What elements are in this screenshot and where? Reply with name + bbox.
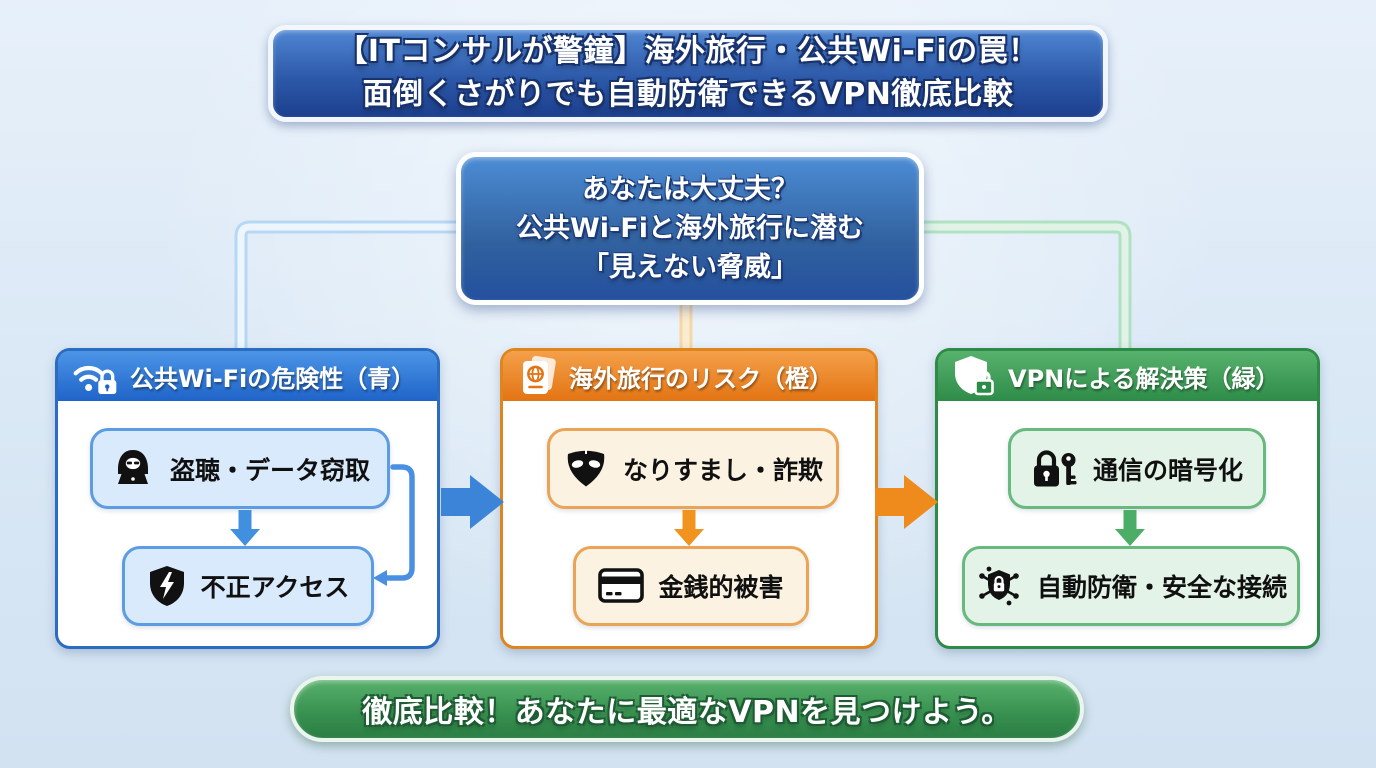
intro-box: あなたは大丈夫？ 公共Wi-Fiと海外旅行に潜む 「見えない脅威」 — [456, 152, 924, 305]
risk-item-financial-damage: 金銭的被害 — [573, 546, 809, 626]
flow-arrow-blue — [441, 475, 504, 529]
column-header-label: 海外旅行のリスク（橙） — [569, 364, 833, 393]
intro-line-1: あなたは大丈夫？ — [582, 173, 798, 205]
risk-item-label: 不正アクセス — [200, 573, 350, 602]
connector-intro-to-green — [917, 220, 1132, 357]
lock-key-icon — [1031, 447, 1079, 491]
wifi-lock-icon — [72, 355, 120, 397]
intro-line-2: 公共Wi-Fiと海外旅行に潜む — [516, 212, 864, 244]
title-line-2: 面倒くさがりでも自動防衛できるVPN徹底比較 — [362, 76, 1014, 112]
shield-bolt-icon — [147, 564, 187, 608]
column-body-orange: なりすまし・詐欺 金銭的被害 — [503, 401, 875, 649]
column-header-green: VPNによる解決策（緑） — [938, 351, 1317, 401]
solution-item-auto-defense: 自動防衛・安全な接続 — [962, 546, 1300, 626]
column-public-wifi-danger: 公共Wi-Fiの危険性（青） 盗聴・データ窃取 — [55, 348, 440, 649]
title-banner: 【ITコンサルが警鐘】海外旅行・公共Wi-Fiの罠！ 面倒くさがりでも自動防衛で… — [268, 25, 1108, 122]
footer-banner: 徹底比較！あなたに最適なVPNを見つけよう。 — [290, 676, 1084, 742]
column-header-orange: 海外旅行のリスク（橙） — [503, 351, 875, 401]
intro-line-3: 「見えない脅威」 — [582, 252, 798, 284]
column-header-label: 公共Wi-Fiの危険性（青） — [130, 364, 416, 393]
passport-icon — [517, 355, 559, 397]
risk-item-eavesdropping: 盗聴・データ窃取 — [90, 428, 390, 509]
title-line-1: 【ITコンサルが警鐘】海外旅行・公共Wi-Fiの罠！ — [337, 33, 1039, 69]
risk-item-label: 金銭的被害 — [658, 573, 784, 602]
column-body-green: 通信の暗号化 — [938, 401, 1317, 649]
risk-item-impersonation: なりすまし・詐欺 — [547, 428, 839, 509]
risk-item-label: なりすまし・詐欺 — [622, 455, 823, 485]
hacker-icon — [110, 448, 156, 490]
column-overseas-travel-risk: 海外旅行のリスク（橙） なりすまし・詐欺 — [500, 348, 878, 649]
solution-item-encryption: 通信の暗号化 — [1008, 428, 1266, 509]
risk-item-unauthorized-access: 不正アクセス — [122, 546, 374, 626]
risk-item-label: 盗聴・データ窃取 — [169, 455, 370, 485]
footer-text: 徹底比較！あなたに最適なVPNを見つけよう。 — [362, 695, 1012, 730]
network-shield-icon — [975, 564, 1023, 608]
column-vpn-solution: VPNによる解決策（緑） 通信の暗号化 — [935, 348, 1320, 649]
column-header-blue: 公共Wi-Fiの危険性（青） — [58, 351, 437, 401]
solution-item-label: 通信の暗号化 — [1092, 455, 1243, 485]
shield-lock-icon — [952, 354, 998, 398]
credit-card-icon — [598, 568, 645, 604]
mask-icon — [563, 448, 609, 489]
solution-item-label: 自動防衛・安全な接続 — [1036, 573, 1287, 602]
flow-arrow-orange — [875, 475, 938, 529]
connector-intro-to-blue — [234, 220, 463, 357]
column-header-label: VPNによる解決策（緑） — [1008, 364, 1280, 393]
column-body-blue: 盗聴・データ窃取 不正アクセス — [58, 401, 437, 649]
